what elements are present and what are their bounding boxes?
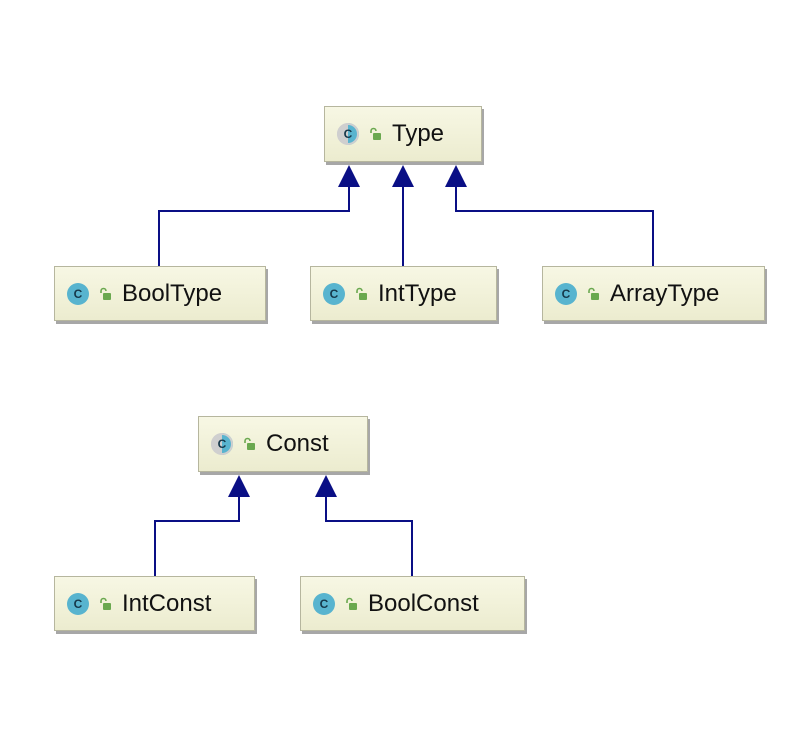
class-name: IntType bbox=[378, 279, 457, 307]
extends-edge-bool_const bbox=[325, 497, 413, 576]
public-lock-icon bbox=[100, 287, 111, 300]
class-icon: C bbox=[323, 282, 345, 305]
class-node-boolconst[interactable]: C BoolConst bbox=[300, 576, 525, 631]
abstract-class-icon: C bbox=[211, 433, 233, 455]
class-node-inttype[interactable]: C IntType bbox=[310, 266, 497, 321]
class-node-booltype[interactable]: C BoolType bbox=[54, 266, 266, 321]
arrowhead-int_type bbox=[392, 165, 414, 187]
class-icon: C bbox=[67, 592, 89, 615]
arrowhead-array_type bbox=[445, 165, 467, 187]
public-lock-icon bbox=[588, 287, 599, 300]
class-name: Type bbox=[392, 120, 445, 147]
class-icon: C bbox=[313, 592, 335, 615]
extends-edge-bool_type bbox=[158, 187, 350, 266]
extends-edge-int_const bbox=[154, 497, 240, 576]
arrowhead-bool_type bbox=[338, 165, 360, 187]
class-name: Const bbox=[266, 430, 329, 457]
arrowhead-int_const bbox=[228, 475, 250, 497]
arrowhead-bool_const bbox=[315, 475, 337, 497]
class-node-arraytype[interactable]: C ArrayType bbox=[542, 266, 765, 321]
public-lock-icon bbox=[356, 287, 367, 300]
class-node-const[interactable]: C Const bbox=[198, 416, 368, 472]
public-lock-icon bbox=[244, 437, 255, 450]
abstract-class-icon: C bbox=[337, 123, 359, 145]
public-lock-icon bbox=[346, 597, 357, 610]
class-name: IntConst bbox=[122, 589, 212, 617]
public-lock-icon bbox=[100, 597, 111, 610]
extends-edge-array_type bbox=[455, 187, 654, 266]
class-name: BoolConst bbox=[368, 589, 479, 617]
class-icon: C bbox=[555, 282, 577, 305]
class-name: ArrayType bbox=[610, 279, 720, 307]
public-lock-icon bbox=[370, 127, 381, 140]
class-node-type[interactable]: C Type bbox=[324, 106, 482, 162]
class-icon: C bbox=[67, 282, 89, 305]
class-node-intconst[interactable]: C IntConst bbox=[54, 576, 255, 631]
class-name: BoolType bbox=[122, 279, 223, 307]
